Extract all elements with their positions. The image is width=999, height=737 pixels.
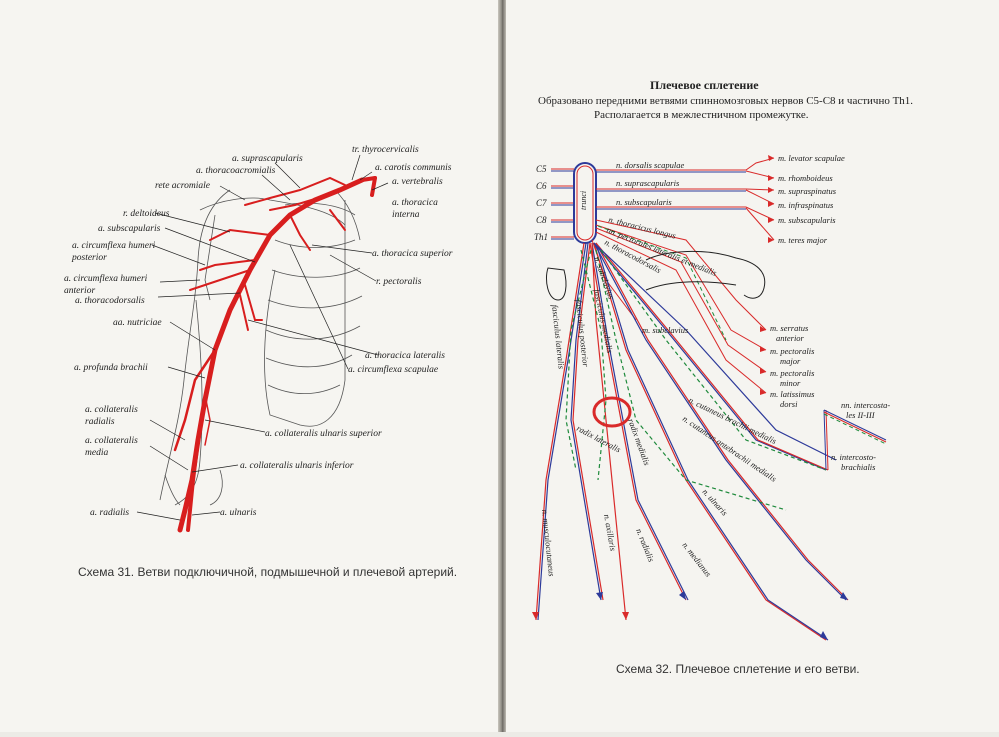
label-subscapularis-nerve: n. subscapularis bbox=[616, 197, 672, 207]
label-m-rhomboideus: m. rhomboideus bbox=[778, 173, 833, 183]
label-dorsalis-scapulae: n. dorsalis scapulae bbox=[616, 160, 684, 170]
plexus-diagram: Плечевое сплетение Образовано передними … bbox=[532, 78, 913, 676]
label-collateralis-radialis-2: radialis bbox=[85, 417, 115, 427]
left-page: a. suprascapularis tr. thyrocervicalis a… bbox=[0, 0, 498, 732]
label-deltoideus: r. deltoideus bbox=[123, 209, 170, 219]
label-intercosto-2: brachialis bbox=[841, 462, 876, 472]
label-collateralis-radialis-1: a. collateralis bbox=[85, 405, 138, 415]
label-circumflexa-scapulae: a. circumflexa scapulae bbox=[348, 364, 438, 375]
label-m-infraspinatus: m. infraspinatus bbox=[778, 200, 834, 210]
intercosto-branches bbox=[823, 409, 887, 471]
label-m-pect-minor-2: minor bbox=[780, 378, 801, 388]
label-m-teres: m. teres major bbox=[778, 235, 828, 245]
label-nutriciae: aa. nutriciae bbox=[113, 318, 162, 328]
leader-lines bbox=[136, 154, 389, 521]
root-c6: C6 bbox=[536, 181, 547, 191]
label-m-pect-major-1: m. pectoralis bbox=[770, 346, 815, 356]
label-m-latissimus-1: m. latissimus bbox=[770, 389, 815, 399]
label-m-subscapularis: m. subscapularis bbox=[778, 215, 836, 225]
label-medianus: n. medianus bbox=[680, 540, 714, 579]
trunci-loop bbox=[573, 162, 597, 244]
root-c8: C8 bbox=[536, 215, 547, 225]
left-caption: Схема 31. Ветви подключичной, подмышечно… bbox=[78, 565, 457, 579]
label-thoracica-superior: a. thoracica superior bbox=[372, 249, 453, 259]
label-collateralis-ulnaris-superior: a. collateralis ulnaris superior bbox=[265, 429, 382, 439]
label-m-latissimus-2: dorsi bbox=[780, 399, 798, 409]
label-cut-brachii: n. cutaneus brachii medialis bbox=[687, 395, 779, 447]
label-circumflexa-posterior-1: a. circumflexa humeri bbox=[72, 240, 156, 251]
label-carotis: a. carotis communis bbox=[375, 163, 452, 173]
label-suprascapularis: a. suprascapularis bbox=[232, 154, 303, 164]
label-thyrocervicalis: tr. thyrocervicalis bbox=[352, 145, 419, 155]
right-subtitle-1: Образовано передними ветвями спинномозго… bbox=[538, 95, 913, 107]
cord-arrowheads bbox=[532, 591, 848, 640]
label-circumflexa-anterior-2: anterior bbox=[64, 286, 95, 296]
label-circumflexa-posterior-2: posterior bbox=[71, 253, 107, 263]
label-vertebralis: a. vertebralis bbox=[392, 177, 443, 187]
radix-loop bbox=[592, 396, 632, 428]
trunci-loop-inner bbox=[576, 165, 594, 241]
label-m-pect-major-2: major bbox=[780, 356, 801, 366]
label-thoracica-interna-1: a. thoracica bbox=[392, 198, 438, 208]
label-rete-acromiale: rete acromiale bbox=[155, 181, 210, 191]
label-profunda-brachii: a. profunda brachii bbox=[74, 362, 148, 373]
root-c5: C5 bbox=[536, 164, 547, 174]
label-radialis-nerve: n. radialis bbox=[634, 527, 657, 564]
arteries-diagram: a. suprascapularis tr. thyrocervicalis a… bbox=[64, 145, 457, 579]
artery-labels: a. suprascapularis tr. thyrocervicalis a… bbox=[64, 145, 453, 518]
label-m-serratus-2: anterior bbox=[776, 333, 805, 343]
right-subtitle-2: Располагается в межлестничном промежутке… bbox=[594, 109, 809, 121]
root-c7: C7 bbox=[536, 198, 547, 208]
label-m-pect-minor-1: m. pectoralis bbox=[770, 368, 815, 378]
label-radix-lateralis: radix lateralis bbox=[575, 423, 623, 455]
book-gutter bbox=[498, 0, 506, 732]
label-musculocutaneus: n. musculocutaneus bbox=[540, 509, 557, 577]
label-collateralis-media-1: a. collateralis bbox=[85, 436, 138, 446]
artery-tree bbox=[173, 176, 377, 533]
label-pectoralis: r. pectoralis bbox=[376, 277, 422, 287]
root-lines bbox=[551, 168, 574, 240]
label-m-supraspinatus: m. supraspinatus bbox=[778, 186, 837, 196]
right-page: Плечевое сплетение Образовано передними … bbox=[506, 0, 999, 732]
label-intercosto-1: n. intercosto- bbox=[831, 452, 876, 462]
right-caption: Схема 32. Плечевое сплетение и его ветви… bbox=[616, 662, 860, 676]
label-radialis: a. radialis bbox=[90, 508, 129, 518]
label-intercosta-2: les II-III bbox=[846, 410, 876, 420]
label-suprascapularis-nerve: n. suprascapularis bbox=[616, 178, 680, 188]
muscle-arrowheads bbox=[760, 155, 774, 395]
label-m-subclavius: m. subclavius bbox=[642, 325, 689, 335]
spinal-roots: C5 C6 C7 C8 Th1 bbox=[534, 164, 548, 242]
skeleton-outline bbox=[159, 189, 363, 506]
label-intercosta-1: nn. intercosta- bbox=[841, 400, 890, 410]
label-thoracica-interna-2: interna bbox=[392, 210, 420, 220]
cords bbox=[535, 242, 849, 641]
label-circumflexa-anterior-1: a. circumflexa humeri bbox=[64, 273, 148, 284]
label-thoracica-lateralis: a. thoracica lateralis bbox=[365, 351, 445, 361]
clavicle-sketch bbox=[545, 251, 766, 301]
label-thoracodorsalis: a. thoracodorsalis bbox=[75, 296, 145, 306]
label-ulnaris: a. ulnaris bbox=[220, 508, 257, 518]
label-trunci: trunci bbox=[579, 191, 588, 210]
short-branches bbox=[591, 157, 775, 394]
label-collateralis-media-2: media bbox=[85, 448, 108, 458]
label-subscapularis: a. subscapularis bbox=[98, 224, 161, 234]
root-th1: Th1 bbox=[534, 232, 548, 242]
label-collateralis-ulnaris-inferior: a. collateralis ulnaris inferior bbox=[240, 460, 354, 471]
label-m-serratus-1: m. serratus bbox=[770, 323, 809, 333]
label-thoracoacromialis: a. thoracoacromialis bbox=[196, 166, 276, 176]
right-title: Плечевое сплетение bbox=[650, 78, 759, 92]
label-m-levator: m. levator scapulae bbox=[778, 153, 845, 163]
label-fasc-lateralis: fasciculus lateralis bbox=[550, 304, 567, 370]
